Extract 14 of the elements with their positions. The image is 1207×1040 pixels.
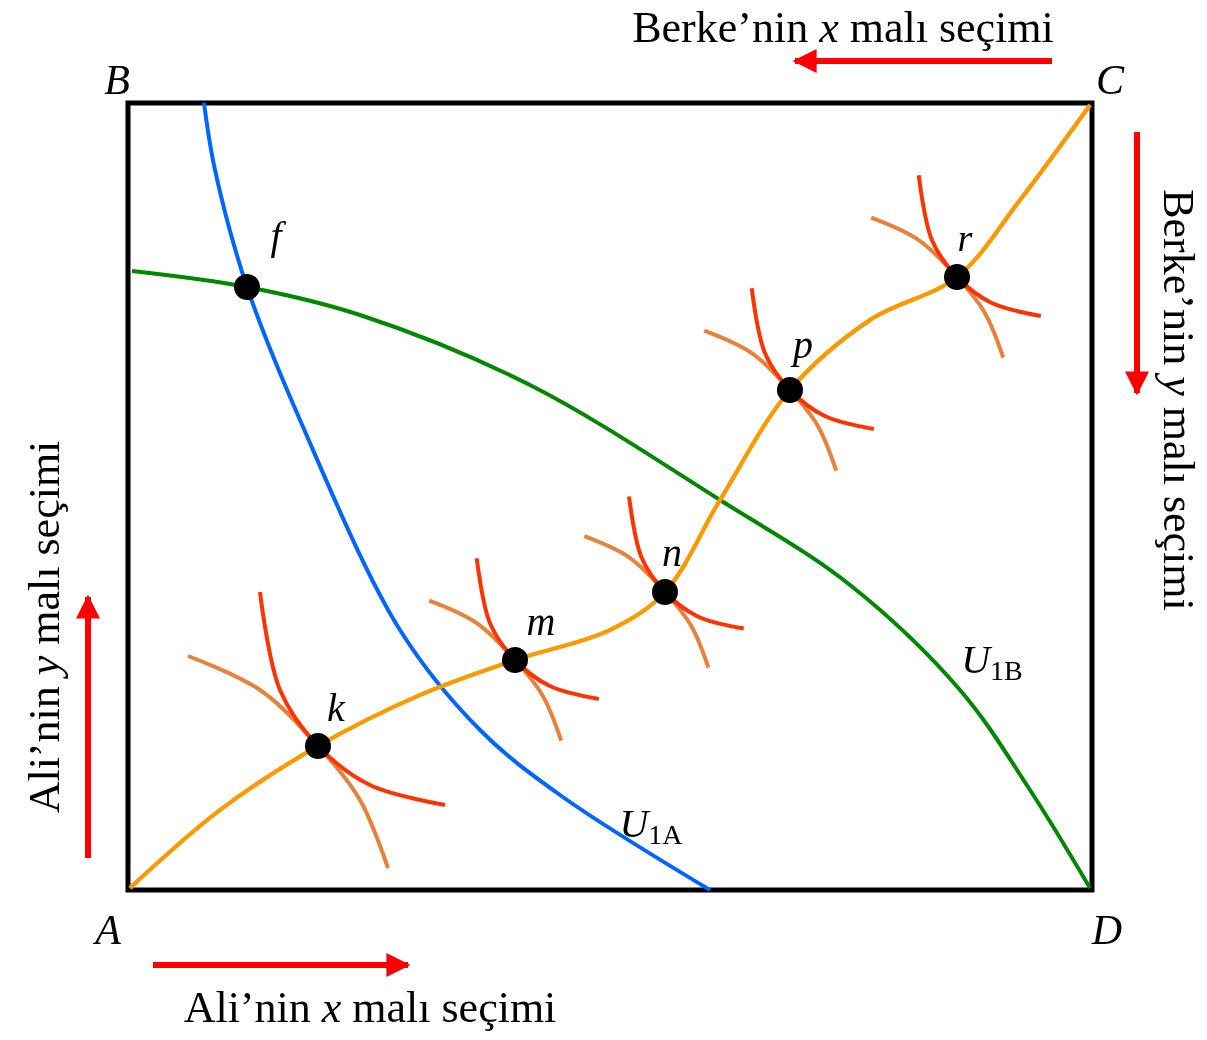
point-label: n: [662, 533, 682, 573]
point-label: k: [327, 688, 345, 728]
corner-label: A: [95, 909, 121, 951]
corner-label: C: [1096, 59, 1124, 101]
corner-label: B: [104, 59, 130, 101]
point-label: m: [526, 602, 556, 642]
axis-label: Ali’nin y malı seçimi: [23, 440, 67, 814]
axis-label: Berke’nin x malı seçimi: [632, 6, 1054, 50]
axis-label: Ali’nin x malı seçimi: [183, 986, 557, 1030]
corner-label: D: [1091, 909, 1123, 951]
point-label: r: [957, 219, 973, 257]
curve-label: U$_{1B}$: [961, 639, 1023, 685]
curve-label: U$_{1A}$: [619, 803, 683, 849]
axis-label: Berke’nin y malı seçimi: [1156, 189, 1200, 611]
